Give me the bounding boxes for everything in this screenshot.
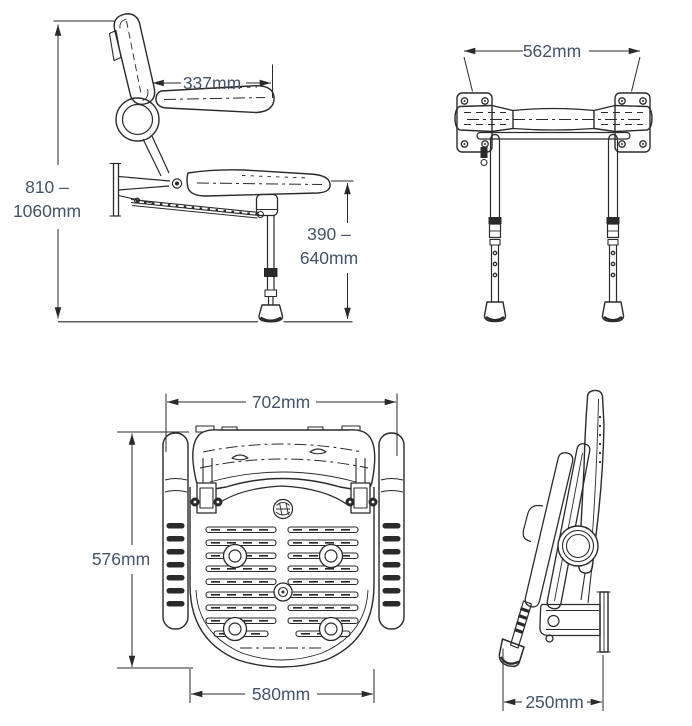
wall-bracket-folded [539,591,611,653]
wall-bracket [109,162,183,217]
release-latch [480,147,488,158]
view-side-elevation: 810 – 1060mm 337mm 390 – 640mm [13,13,358,323]
adjustable-leg [255,193,284,323]
backrest [108,13,156,106]
view-folded-side: 250mm [498,389,611,712]
leg-folded [498,600,533,668]
seat [186,169,331,197]
dim-label-armrest-depth: 337mm [183,73,241,93]
rubber-foot [498,638,525,668]
drain-holes [222,543,344,642]
dim-label-folded-depth: 250mm [525,692,583,712]
dim-label-mounting-height-line1: 810 – [25,177,69,197]
seat-folded [546,443,591,610]
dim-label-seat-width: 580mm [252,684,310,704]
dim-folded-depth: 250mm [502,648,604,712]
dim-label-seat-height-line1: 390 – [307,224,351,244]
dim-seat-width-plan: 580mm [189,669,375,704]
support-brace [130,197,265,219]
dim-label-front-width: 562mm [523,41,581,61]
pivot-hinge-folded [557,525,599,567]
wall-plate-left [456,92,493,153]
folded-seat-bar [454,104,653,167]
backrest-strut [142,135,170,177]
rubber-foot [601,301,625,323]
hinge-left [190,458,223,514]
dim-overall-depth-plan: 576mm [92,431,193,669]
front-leg-left [483,133,507,323]
front-leg-right [601,133,625,323]
armrest-folded [522,452,574,608]
hinge-right [345,458,378,514]
view-plan: 702mm 576mm 580mm [92,392,405,704]
dim-label-mounting-height-line2: 1060mm [13,201,81,221]
dim-label-plan-depth: 576mm [92,549,150,569]
pivot-hinge [115,97,160,142]
dim-mounting-height: 810 – 1060mm [13,20,115,319]
dim-overall-width-plan: 702mm [165,392,398,456]
rubber-foot [483,301,507,323]
backrest-plan [192,425,376,492]
armrest-left-plan [162,432,189,630]
dim-armrest-depth: 337mm [152,64,273,98]
armrest-right-plan [378,432,405,630]
dim-label-seat-height-line2: 640mm [300,248,358,268]
dim-label-plan-width: 702mm [252,392,310,412]
dim-seat-height: 390 – 640mm [300,180,358,319]
seat-pan [189,485,375,668]
brand-logo-icon [272,498,294,520]
backrest-folded [578,389,605,604]
armrest [155,84,275,114]
wall-plate-right [614,92,651,153]
dim-overall-width-front: 562mm [463,41,641,92]
view-front-elevation: 562mm [454,41,653,323]
seat-front-rail [476,131,631,140]
